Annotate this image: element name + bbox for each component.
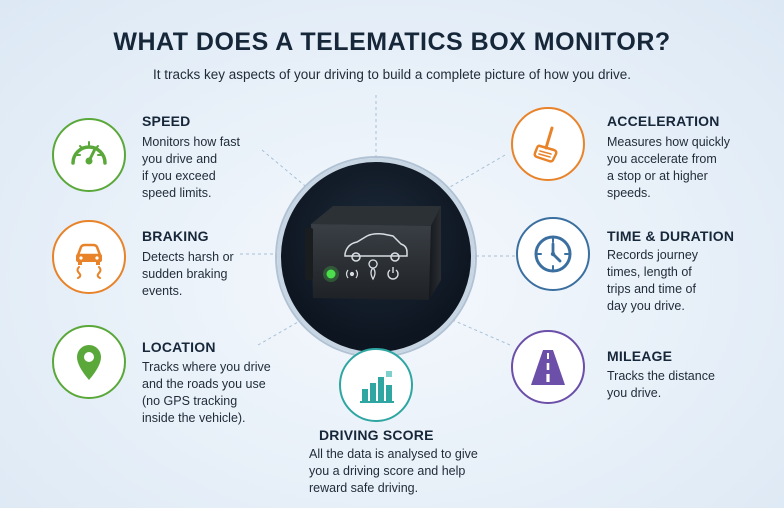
speed-icon-circle <box>52 118 126 192</box>
mileage-desc: Tracks the distance you drive. <box>607 369 715 400</box>
score-title: DRIVING SCORE <box>319 427 434 443</box>
mileage-title: MILEAGE <box>607 348 673 364</box>
pedal-icon <box>533 126 558 163</box>
braking-icon-circle <box>52 220 126 294</box>
speed-title: SPEED <box>142 113 191 129</box>
connector-mileage <box>447 317 511 346</box>
score-desc: All the data is analysed to give you a d… <box>309 447 478 495</box>
location-desc: Tracks where you drive and the roads you… <box>142 360 271 425</box>
device-circle <box>277 158 475 356</box>
map-pin-icon <box>77 345 101 380</box>
speedometer-icon <box>71 141 107 165</box>
location-icon-circle <box>52 325 126 399</box>
braking-title: BRAKING <box>142 228 209 244</box>
clock-icon <box>534 235 572 273</box>
acceleration-icon-circle <box>511 107 585 181</box>
bar-chart-icon <box>360 371 394 403</box>
braking-desc: Detects harsh or sudden braking events. <box>142 250 234 298</box>
status-led <box>326 269 336 279</box>
score-icon-circle <box>339 348 413 422</box>
page-title: WHAT DOES A TELEMATICS BOX MONITOR? <box>113 28 671 56</box>
acceleration-title: ACCELERATION <box>607 113 720 129</box>
speed-desc: Monitors how fast you drive and if you e… <box>142 135 240 200</box>
power-icon <box>387 267 399 280</box>
pin-small-icon <box>368 259 378 281</box>
mileage-icon-circle <box>511 330 585 404</box>
time-title: TIME & DURATION <box>607 228 735 244</box>
time-desc: Records journey times, length of trips a… <box>607 248 699 313</box>
page-subtitle: It tracks key aspects of your driving to… <box>153 67 631 82</box>
road-icon <box>531 350 565 385</box>
signal-icon <box>345 269 359 279</box>
car-skid-icon <box>76 243 102 279</box>
location-title: LOCATION <box>142 339 216 355</box>
connector-speed <box>261 149 311 191</box>
time-icon-circle <box>516 217 590 291</box>
acceleration-desc: Measures how quickly you accelerate from… <box>607 135 730 200</box>
telematics-box-icon <box>305 206 441 300</box>
